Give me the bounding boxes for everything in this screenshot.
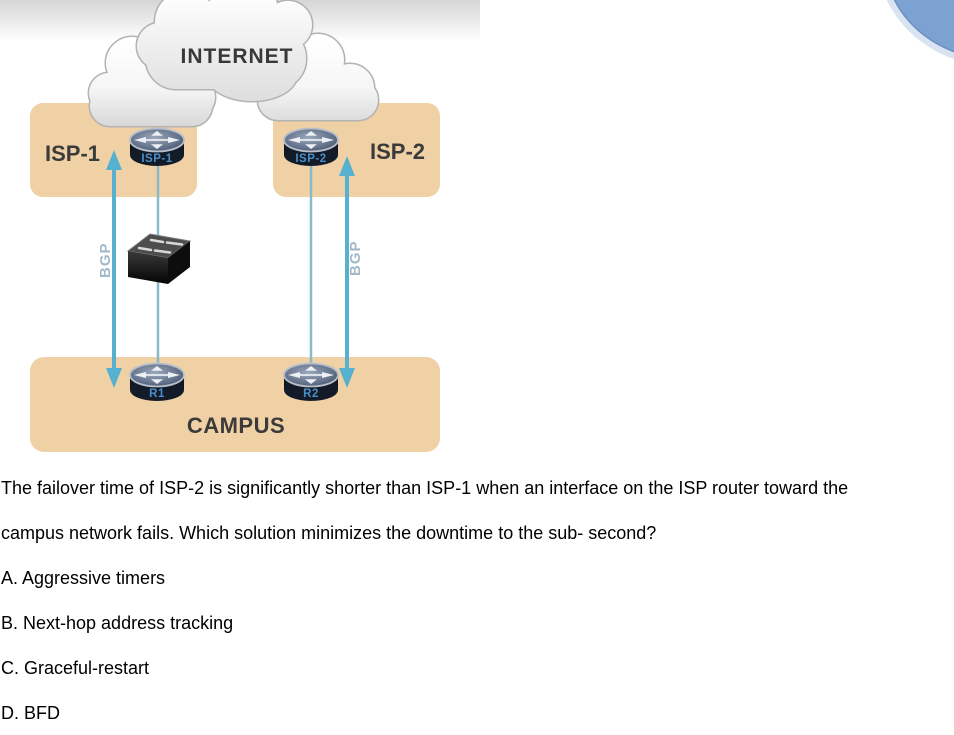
router-label-isp1: ISP-1 — [141, 153, 172, 165]
isp2-box-label: ISP-2 — [370, 139, 425, 164]
question-line-2: campus network fails. Which solution min… — [1, 523, 657, 543]
corner-circle — [893, 0, 954, 53]
bgp-arrow-right — [339, 156, 355, 388]
network-diagram: INTERNET BGP BGP ISP-1 ISP-2 R1 R2 ISP-1… — [0, 0, 480, 460]
switch-icon — [126, 233, 192, 284]
router-label-r1: R1 — [149, 388, 165, 400]
bgp-arrow-left — [106, 150, 122, 388]
isp2-box — [273, 103, 440, 197]
option-c[interactable]: C. Graceful-restart — [1, 658, 150, 678]
campus-label: CAMPUS — [187, 413, 285, 438]
option-b[interactable]: B. Next-hop address tracking — [1, 613, 234, 633]
router-label-r2: R2 — [303, 388, 319, 400]
question-line-1: The failover time of ISP-2 is significan… — [1, 478, 849, 498]
router-label-isp2: ISP-2 — [295, 153, 326, 165]
bgp-label-left: BGP — [97, 242, 114, 278]
option-d[interactable]: D. BFD — [1, 703, 61, 723]
corner-decoration — [824, 0, 954, 80]
internet-label: INTERNET — [181, 45, 294, 68]
isp1-box-label: ISP-1 — [45, 141, 100, 166]
bgp-label-right: BGP — [347, 240, 364, 276]
option-a[interactable]: A. Aggressive timers — [1, 568, 166, 588]
